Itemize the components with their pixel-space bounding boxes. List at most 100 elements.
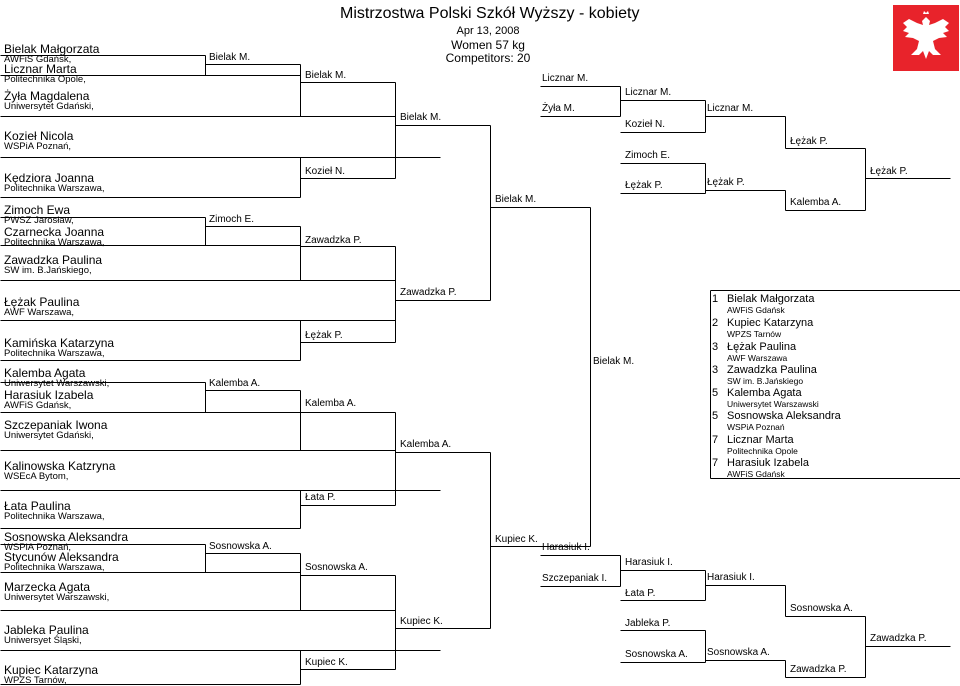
competitor-club: SW im. B.Jańskiego, [4, 265, 92, 276]
standing-name: Bielak Małgorzata [727, 293, 815, 305]
competitor-name: Jableka Paulina [4, 623, 89, 637]
competitor-club: Politechnika Warszawa, [4, 183, 105, 194]
bout-winner: Sosnowska A. [305, 562, 368, 573]
competitor-name: Marzecka Agata [4, 580, 91, 594]
competitor-name: Czarnecka Joanna [4, 225, 105, 239]
bout-winner: Zimoch E. [209, 214, 255, 225]
bout-winner: Kozieł N. [305, 166, 346, 177]
standing-club: SW im. B.Jańskiego [727, 376, 804, 386]
bout-winner: Licznar M. [625, 87, 672, 98]
standing-place: 1 [712, 293, 719, 305]
competitor-club: Politechnika Warszawa, [4, 348, 105, 359]
standing-name: Harasiuk Izabela [727, 457, 809, 469]
bout-winner: Kupiec K. [495, 534, 538, 545]
standing-name: Zawadzka Paulina [727, 364, 817, 376]
competitor-club: WSPiA Poznań, [4, 542, 72, 553]
page-title: Mistrzostwa Polski Szkół Wyższy - kobiet… [340, 5, 640, 22]
competitor-name: Kupiec Katarzyna [4, 663, 99, 677]
competitor-club: WSEcA Bytom, [4, 471, 69, 482]
competitor-club: WPZS Tarnów, [4, 675, 67, 686]
bout-winner: Żyła M. [542, 103, 575, 114]
bout-winner: Sosnowska A. [625, 649, 688, 660]
bout-winner: Licznar M. [707, 103, 754, 114]
competitor-club: WSPiA Poznań, [4, 141, 72, 152]
standing-place: 7 [712, 434, 719, 446]
competitor-club: Politechnika Warszawa, [4, 511, 105, 522]
competitor-name: Kędziora Joanna [4, 171, 95, 185]
standing-place: 2 [712, 317, 719, 329]
bout-winner: Łata P. [305, 492, 336, 503]
bout-winner: Bielak M. [305, 70, 347, 81]
standing-name: Łężak Paulina [727, 341, 797, 353]
competitor-name: Szczepaniak Iwona [4, 418, 108, 432]
competitor-name: Kalinowska Katzryna [4, 459, 116, 473]
standing-club: AWFiS Gdańsk [727, 469, 785, 479]
weight-category: Women 57 kg [451, 38, 525, 52]
bout-winner: Kupiec K. [400, 616, 443, 627]
bout-winner: Harasiuk I. [707, 572, 755, 583]
bout-winner: Szczepaniak I. [542, 573, 608, 584]
competitor-name: Kozieł Nicola [4, 129, 74, 143]
bout-winner: Łężak P. [870, 166, 908, 177]
competitor-count: Competitors: 20 [445, 51, 531, 65]
bout-winner: Sosnowska A. [209, 541, 272, 552]
competitor-name: Stycunów Aleksandra [4, 550, 119, 564]
bout-winner: Licznar M. [542, 73, 589, 84]
standing-place: 3 [712, 341, 719, 353]
competitor-club: Politechnika Opole, [4, 74, 86, 85]
competitor-name: Łata Paulina [4, 499, 71, 513]
bout-winner: Zawadzka P. [790, 664, 847, 675]
competitor-club: AWFiS Gdańsk, [4, 54, 72, 65]
standing-place: 7 [712, 457, 719, 469]
standing-name: Licznar Marta [727, 434, 794, 446]
bout-winner: Zawadzka P. [305, 235, 362, 246]
competitor-club: Politechnika Warszawa, [4, 562, 105, 573]
competitor-club: Uniwersytet Warszawski, [4, 592, 110, 603]
competitor-club: AWF Warszawa, [4, 307, 75, 318]
bout-winner: Sosnowska A. [790, 603, 853, 614]
bout-winner: Sosnowska A. [707, 647, 770, 658]
competitor-name: Żyła Magdalena [4, 89, 90, 103]
bout-winner: Łężak P. [707, 177, 745, 188]
competitor-club: Uniwersytet Gdański, [4, 430, 94, 441]
standing-name: Kalemba Agata [727, 387, 802, 399]
competitor-name: Kamińska Katarzyna [4, 336, 115, 350]
competitor-club: Uniwersyet Śląski, [4, 635, 82, 646]
competitor-club: Politechnika Warszawa, [4, 237, 105, 248]
bout-winner: Harasiuk I. [542, 542, 590, 553]
standing-place: 3 [712, 364, 719, 376]
competitor-name: Harasiuk Izabela [4, 388, 94, 402]
competitor-club: Uniwersytet Warszawski, [4, 378, 110, 389]
standing-club: WSPiA Poznań [727, 422, 785, 432]
bout-winner: Bielak M. [495, 194, 537, 205]
bout-winner: Zawadzka P. [400, 287, 457, 298]
bout-winner: Łężak P. [625, 180, 663, 191]
standing-club: Uniwersytet Warszawski [727, 399, 819, 409]
bout-winner: Zimoch E. [625, 150, 671, 161]
bout-winner: Bielak M. [400, 112, 442, 123]
standing-name: Kupiec Katarzyna [727, 317, 814, 329]
competitor-club: AWFiS Gdańsk, [4, 400, 72, 411]
bout-winner: Jableka P. [625, 618, 671, 629]
standing-club: Politechnika Opole [727, 446, 798, 456]
standing-place: 5 [712, 387, 719, 399]
competitor-club: Uniwersytet Gdański, [4, 101, 94, 112]
bout-winner: Łężak P. [305, 330, 343, 341]
bout-winner: Łężak P. [790, 136, 828, 147]
competitor-club: PWSZ Jarosław, [4, 215, 74, 226]
bout-winner: Bielak M. [593, 356, 635, 367]
bout-winner: Harasiuk I. [625, 557, 673, 568]
standing-place: 5 [712, 410, 719, 422]
bout-winner: Zawadzka P. [870, 633, 927, 644]
competitor-name: Kalemba Agata [4, 366, 86, 380]
polish-eagle-emblem-icon [893, 5, 959, 71]
bout-winner: Kalemba A. [400, 439, 452, 450]
bout-winner: Kozieł N. [625, 119, 666, 130]
competitor-name: Sosnowska Aleksandra [4, 530, 129, 544]
competitor-name: Zawadzka Paulina [4, 253, 103, 267]
standing-club: WPZS Tarnów [727, 329, 782, 339]
competitor-name: Bielak Małgorzata [4, 42, 100, 56]
standing-name: Sosnowska Aleksandra [727, 410, 841, 422]
competitor-name: Łężak Paulina [4, 295, 80, 309]
